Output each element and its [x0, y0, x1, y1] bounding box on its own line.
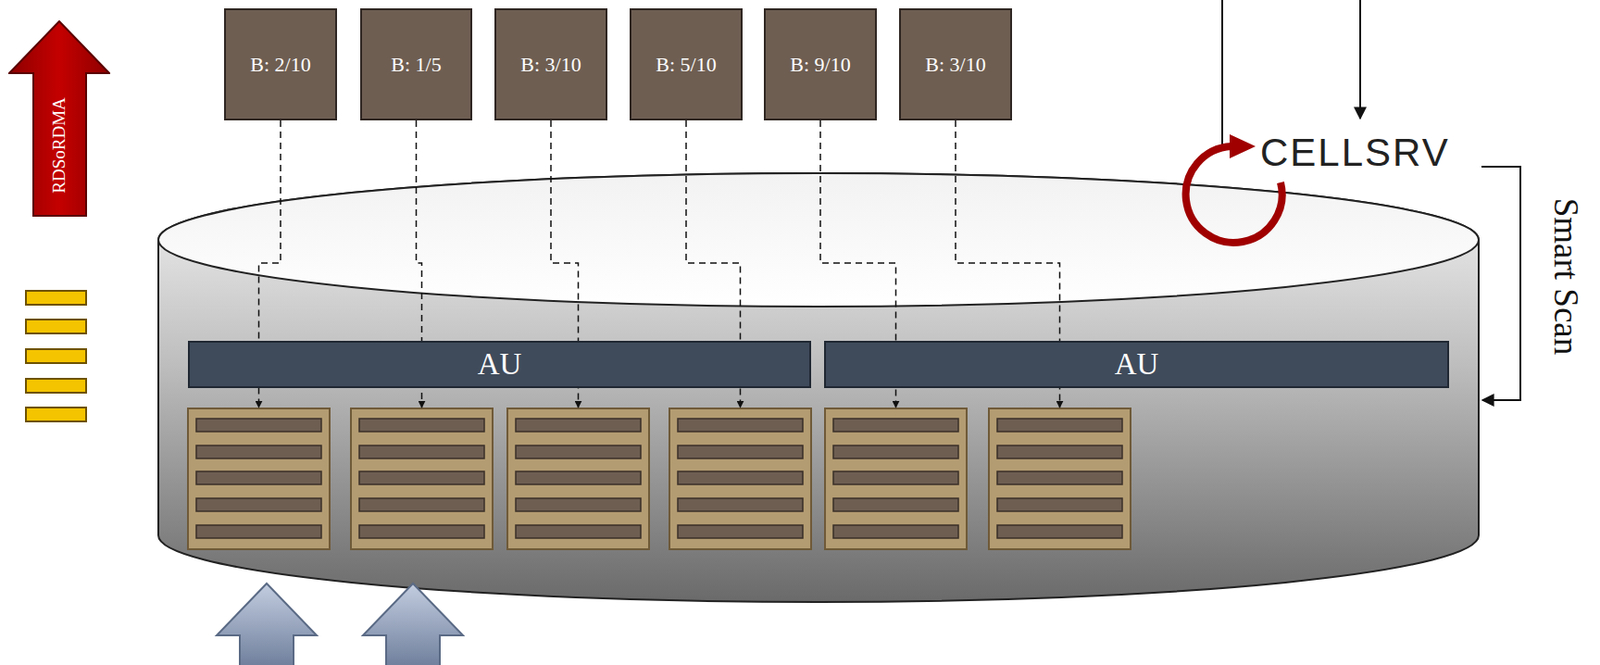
block-stripe [833, 498, 959, 512]
block-frame [350, 408, 493, 550]
block-stripe [833, 418, 959, 432]
block-label: B: 3/10 [520, 52, 581, 76]
block-stripe [196, 418, 322, 432]
arrow-label: RDSoRDMA [8, 20, 111, 217]
bracket-arrow [1481, 166, 1521, 400]
block-frame [507, 408, 650, 550]
block-stripe [359, 498, 485, 512]
disk-block [350, 408, 493, 550]
block-stripe [997, 525, 1123, 538]
block-stripe [196, 498, 322, 512]
block-stripe [997, 471, 1123, 485]
wire [1221, 0, 1224, 147]
block-frame [825, 408, 967, 550]
block-stripe [515, 525, 641, 538]
block-label: B: 5/10 [655, 52, 716, 76]
block-label: B: 3/10 [925, 52, 986, 76]
stripe [25, 290, 87, 305]
stripe [25, 378, 87, 393]
block-stripe [196, 525, 322, 538]
block-frame [187, 408, 330, 550]
block-stripe [997, 418, 1123, 432]
block-stripe [677, 525, 803, 538]
block-label: B: 2/10 [250, 52, 311, 76]
up-arrow [216, 583, 317, 665]
block-stripe [196, 445, 322, 459]
block-stripe [677, 471, 803, 485]
block-stripe [833, 471, 959, 485]
block-stripe [359, 525, 485, 538]
block-stripe [515, 445, 641, 459]
block-box: B: 9/10 [763, 8, 877, 121]
block-stripe [677, 418, 803, 432]
block-frame [669, 408, 812, 550]
au-band: AU [187, 340, 812, 388]
red-arrow-shape [9, 21, 110, 216]
disk-block [669, 408, 812, 550]
block-label: B: 9/10 [789, 52, 851, 76]
block-stripe [997, 445, 1123, 459]
loop-arrowhead [1229, 134, 1256, 159]
arrow-text: RDSoRDMA [49, 97, 70, 193]
band-label: AU [1114, 347, 1160, 383]
block-stripe [359, 445, 485, 459]
stripe [25, 319, 87, 334]
block-stripe [833, 525, 959, 538]
block-stripe [515, 418, 641, 432]
block-stripe [997, 498, 1123, 512]
disk-cylinder [158, 173, 1479, 602]
disk-block [825, 408, 967, 550]
block-stripe [677, 498, 803, 512]
au-band: AU [824, 340, 1450, 388]
server-label: CELLSRV [1260, 133, 1450, 173]
block-stripe [677, 445, 803, 459]
block-box: B: 3/10 [494, 8, 608, 121]
disk-block [507, 408, 650, 550]
up-arrow [362, 583, 463, 665]
block-stripe [515, 471, 641, 485]
block-stripe [359, 471, 485, 485]
stripe [25, 407, 87, 422]
wire-arrow [1359, 0, 1362, 119]
block-box: B: 1/5 [360, 8, 473, 121]
block-frame [988, 408, 1131, 550]
block-stripe [196, 471, 322, 485]
disk-block [187, 408, 330, 550]
block-stripe [515, 498, 641, 512]
block-stripe [833, 445, 959, 459]
block-box: B: 3/10 [899, 8, 1013, 121]
disk-block [988, 408, 1131, 550]
block-box: B: 5/10 [629, 8, 743, 121]
yellow-stripes [25, 290, 87, 422]
block-label: B: 1/5 [390, 52, 441, 76]
band-label: AU [477, 347, 523, 383]
block-box: B: 2/10 [224, 8, 338, 121]
block-stripe [359, 418, 485, 432]
scan-label: Smart Scan [1550, 197, 1585, 355]
stripe [25, 349, 87, 363]
